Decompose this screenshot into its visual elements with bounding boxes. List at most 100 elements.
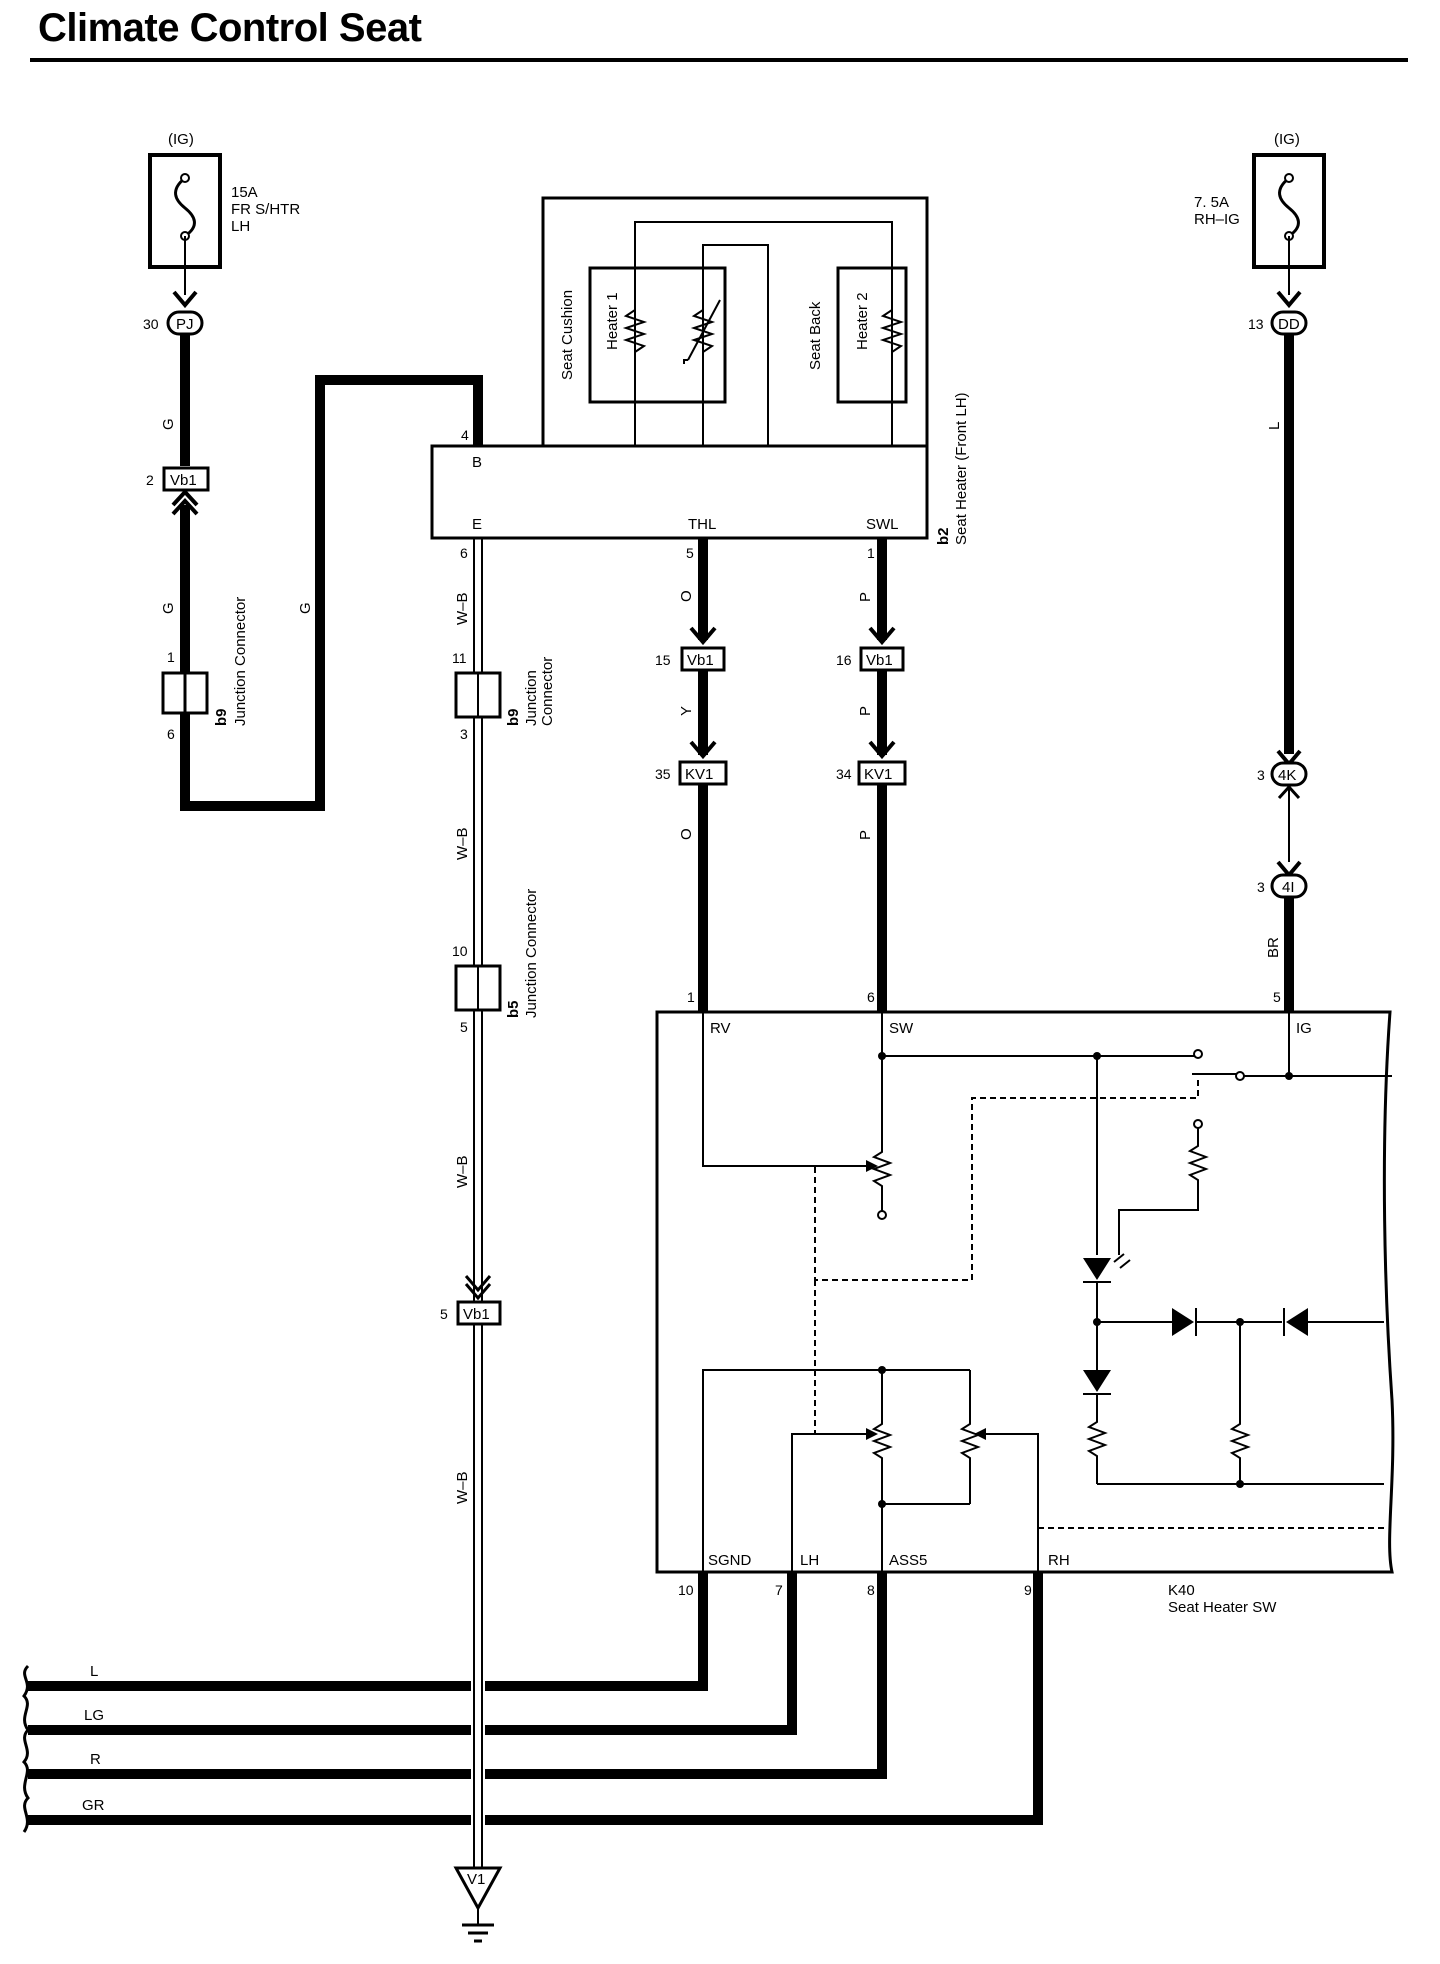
bus-wire-r: R	[90, 1751, 101, 1768]
connector-vb1-wb: Vb1 5	[440, 1300, 502, 1326]
connector-vb1-g-label: Vb1	[170, 472, 197, 489]
connector-vb1-p-label: Vb1	[866, 652, 893, 669]
led-icon	[1083, 1258, 1111, 1280]
wire-color-l: L	[1266, 422, 1283, 430]
resistor-icon	[1086, 1416, 1108, 1484]
diode-icon	[1172, 1308, 1194, 1336]
seat-heater-front-lh: Heater 1 Heater 2 Seat Cushion Seat Back…	[430, 196, 970, 561]
heater-2-label: Heater 2	[854, 292, 871, 350]
connector-kv1-p: KV1 34	[836, 760, 907, 786]
junction-b9-middle-name-2: Connector	[539, 657, 556, 726]
switch-pin-lh: 7	[775, 1582, 783, 1598]
junction-b5-code: b5	[505, 1000, 522, 1018]
connector-kv1-o: KV1 35	[655, 760, 728, 786]
seat-cushion-label: Seat Cushion	[559, 290, 576, 380]
wire-color-wb-1: W–B	[454, 592, 471, 625]
fuse-right-rating: 7. 5A	[1194, 194, 1229, 211]
connector-kv1-o-label: KV1	[685, 766, 713, 783]
fuse-icon	[174, 176, 196, 238]
connector-pj-label: PJ	[176, 316, 194, 333]
heater-1-label: Heater 1	[604, 292, 621, 350]
junction-b5-pin-top: 10	[452, 943, 468, 959]
terminal-ass5: ASS5	[889, 1552, 927, 1569]
connector-vb1-g: Vb1 2	[146, 466, 210, 492]
switch-pin-sgnd: 10	[678, 1582, 694, 1598]
resistor-icon	[1229, 1418, 1251, 1484]
fuse-right-supply: (IG)	[1274, 131, 1300, 148]
wire-color-g-3: G	[297, 602, 314, 614]
terminal-thl: THL	[688, 516, 716, 533]
fuse-left-rating: 15A	[231, 184, 258, 201]
heater-1-resistor-icon	[622, 300, 648, 362]
connector-vb1-o-label: Vb1	[687, 652, 714, 669]
wire-color-wb-2: W–B	[454, 827, 471, 860]
connector-vb1-o: Vb1 15	[655, 646, 726, 672]
seat-back-label: Seat Back	[807, 301, 824, 370]
terminal-sw: SW	[889, 1020, 914, 1037]
page-title: Climate Control Seat	[38, 6, 422, 50]
connector-4i-pin: 3	[1257, 879, 1265, 895]
diode-icon	[1286, 1308, 1308, 1336]
fuse-fr-shtr-lh: (IG) 15A FR S/HTR LH	[148, 131, 300, 269]
bottom-bus: L LG R GR	[21, 1572, 1043, 1833]
potentiometer-icon	[959, 1420, 981, 1504]
terminal-rh: RH	[1048, 1552, 1070, 1569]
seat-heater-code: b2	[935, 527, 952, 545]
wire-color-g-1: G	[160, 418, 177, 430]
junction-b9-left-pin-top: 1	[167, 649, 175, 665]
bus-wire-l: L	[90, 1663, 98, 1680]
wire-color-p-1: P	[857, 592, 874, 602]
title-rule	[30, 58, 1408, 62]
switch-pin-rh: 9	[1024, 1582, 1032, 1598]
terminal-swl: SWL	[866, 516, 899, 533]
fuse-right-name: RH–IG	[1194, 211, 1240, 228]
connector-kv1-p-pin: 34	[836, 766, 852, 782]
seat-heater-pin-thl: 5	[686, 545, 694, 561]
connector-vb1-p: Vb1 16	[836, 646, 905, 672]
junction-b9-left-name: Junction Connector	[232, 597, 249, 726]
terminal-lh: LH	[800, 1552, 819, 1569]
junction-connector-b5: 10 5 b5 Junction Connector	[452, 889, 540, 1035]
junction-b9-middle-pin-bottom: 3	[460, 726, 468, 742]
fuse-left-name-1: FR S/HTR	[231, 201, 300, 218]
connector-4k: 4K 3	[1257, 761, 1308, 787]
wire-color-o-2: O	[678, 828, 695, 840]
seat-heater-pin-e: 6	[460, 545, 468, 561]
fuse-icon	[1278, 176, 1300, 238]
wire-color-p-2: P	[857, 706, 874, 716]
potentiometer-icon	[871, 1420, 893, 1504]
switch-code: K40	[1168, 1582, 1195, 1599]
wire-color-br: BR	[1265, 937, 1282, 958]
terminal-sgnd: SGND	[708, 1552, 752, 1569]
connector-kv1-p-label: KV1	[864, 766, 892, 783]
connector-dd: DD 13	[1248, 310, 1308, 336]
wire-color-wb-4: W–B	[454, 1471, 471, 1504]
heater-2-resistor-icon	[879, 300, 905, 362]
junction-b5-name: Junction Connector	[523, 889, 540, 1018]
wire-color-p-3: P	[857, 830, 874, 840]
junction-b9-middle-code: b9	[505, 708, 522, 726]
junction-b9-middle-name-1: Junction	[523, 670, 540, 726]
junction-b9-middle-pin-top: 11	[452, 650, 467, 666]
junction-b5-pin-bottom: 5	[460, 1019, 468, 1035]
junction-b9-left-pin-bottom: 6	[167, 726, 175, 742]
connector-vb1-g-pin: 2	[146, 472, 154, 488]
connector-vb1-o-pin: 15	[655, 652, 671, 668]
terminal-rv: RV	[710, 1020, 731, 1037]
connector-4k-pin: 3	[1257, 767, 1265, 783]
diode-icon	[1083, 1370, 1111, 1392]
seat-heater-name: Seat Heater (Front LH)	[953, 392, 970, 545]
fuse-left-supply: (IG)	[168, 131, 194, 148]
seat-heater-switch-k40: RV SW IG 1 6 5 SGND LH ASS5 RH 10 7 8 9 …	[655, 989, 1395, 1616]
bus-wire-lg: LG	[84, 1707, 104, 1724]
seat-heater-pin-swl: 1	[867, 545, 875, 561]
wire-color-g-2: G	[160, 602, 177, 614]
wire-color-o-1: O	[678, 590, 695, 602]
connector-vb1-wb-pin: 5	[440, 1306, 448, 1322]
seat-heater-pin-b: 4	[461, 427, 469, 443]
switch-pin-sw: 6	[867, 989, 875, 1005]
connector-pj: PJ 30	[143, 310, 204, 336]
resistor-icon	[1187, 1128, 1209, 1206]
switch-pin-ass5: 8	[867, 1582, 875, 1598]
